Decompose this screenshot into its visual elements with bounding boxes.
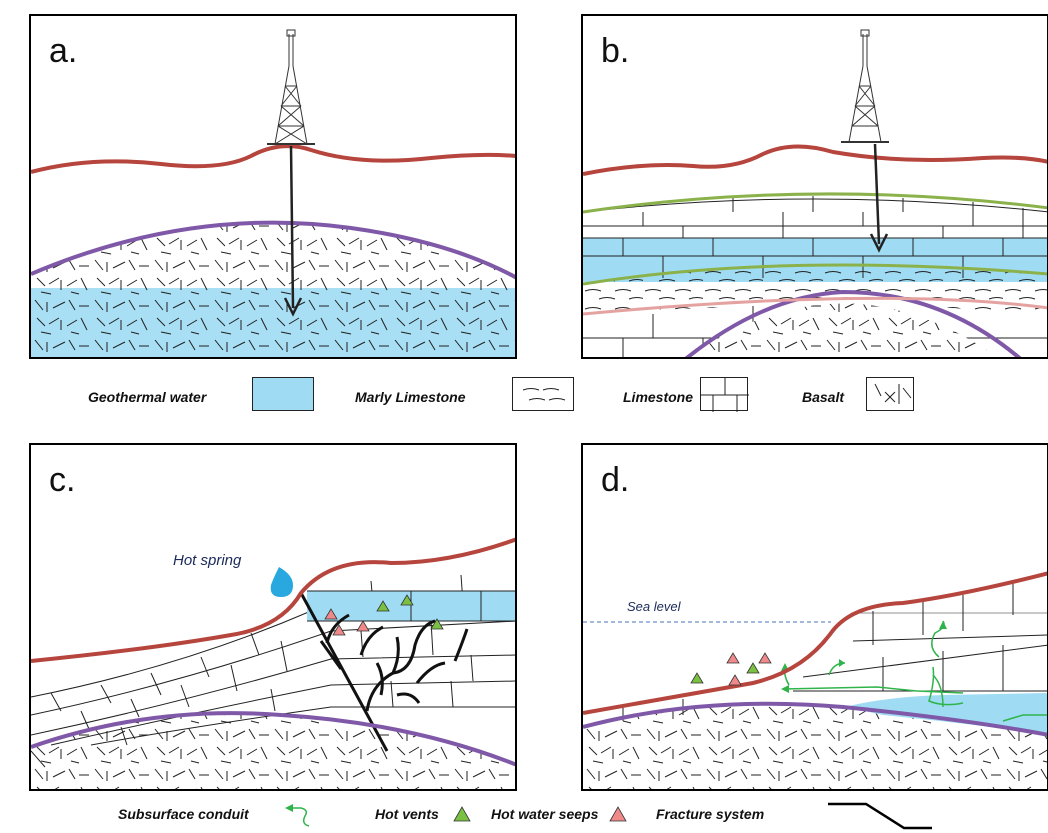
legend-hot-water-seep-icon	[609, 806, 627, 822]
hot-vents	[376, 594, 444, 630]
hot-water-seeps	[324, 608, 370, 636]
hot-water-seep-icon	[758, 652, 772, 664]
fracture-system	[299, 592, 469, 752]
legend-fracture-system-label: Fracture system	[656, 806, 765, 822]
hot-vent-icon	[400, 594, 414, 606]
legend-basalt-swatch	[866, 377, 914, 411]
surface-line	[583, 144, 1047, 176]
legend-limestone-label: Limestone	[623, 389, 694, 405]
limestone-bricks-upper	[583, 196, 1047, 242]
limestone-upper-boundary-line	[583, 192, 1047, 214]
drill-path-arrow	[289, 145, 295, 309]
drill-path-arrow	[873, 143, 881, 245]
basalt-top-line	[684, 289, 1022, 357]
legend-marly-limestone-label: Marly Limestone	[355, 389, 466, 405]
legend-marly-limestone-swatch	[512, 377, 574, 411]
hot-water-seeps	[726, 652, 772, 686]
hot-water-seep-icon	[356, 620, 370, 632]
marly-limestone-layer	[583, 265, 1047, 316]
panel-b-drawing	[583, 29, 1047, 357]
panel-label: c.	[49, 461, 76, 499]
legend-hot-vents-label: Hot vents	[375, 806, 439, 822]
limestone-layer-upper	[583, 192, 1047, 242]
drilling-rig-icon	[841, 29, 889, 143]
panel-c-drawing	[31, 537, 515, 789]
legend-hot-water-seeps-label: Hot water seeps	[491, 806, 599, 822]
panel-label: a.	[49, 32, 78, 70]
hot-water-seep-icon	[324, 608, 338, 620]
panel-c: c. Hot spring	[29, 443, 517, 791]
basalt-top-line	[31, 711, 515, 767]
basalt-layer	[583, 703, 1047, 789]
legend-hot-vent-icon	[453, 806, 471, 822]
hot-water-seep-icon	[726, 652, 740, 664]
legend-geothermal-water-swatch	[252, 377, 314, 411]
surface-line	[583, 571, 1047, 715]
hot-vent-icon	[746, 662, 760, 674]
limestone-bricks	[31, 574, 515, 746]
hot-vent-icon	[430, 618, 444, 630]
panel-b: b.	[581, 14, 1048, 359]
limestone-bricks	[622, 581, 1047, 721]
hot-water-seep-icon	[728, 674, 742, 686]
basalt-layer	[31, 713, 515, 789]
surface-line	[31, 537, 515, 663]
hot-vent-icon	[376, 600, 390, 612]
hot-spring-label: Hot spring	[173, 552, 242, 569]
panel-a: a.	[29, 14, 517, 359]
surface-line	[31, 144, 515, 174]
legend-subsurface-conduit-icon	[285, 804, 310, 827]
sea-level-label: Sea level	[627, 599, 681, 614]
hot-vent-icon	[690, 672, 704, 684]
limestone-lower-boundary-line	[583, 263, 1047, 286]
drilling-rig-icon	[267, 29, 315, 145]
legend-basalt-label: Basalt	[802, 389, 845, 405]
geothermal-water-zone	[307, 591, 515, 621]
hot-spring-drop-icon	[270, 567, 293, 597]
legend-geothermal-water-label: Geothermal water	[88, 389, 207, 405]
basalt-top-line	[583, 701, 1047, 737]
hot-water-seep-icon	[332, 624, 346, 636]
panel-d-drawing	[583, 571, 1047, 789]
legend-limestone-swatch	[700, 377, 749, 412]
legend-fracture-system-icon	[828, 802, 932, 830]
basalt-top-line	[31, 220, 515, 280]
marly-bottom-line	[583, 296, 1047, 316]
panel-a-drawing	[31, 29, 515, 357]
panel-label: d.	[601, 461, 630, 499]
panel-d: d. Sea level	[581, 443, 1048, 791]
panel-label: b.	[601, 32, 630, 70]
hot-vents	[690, 662, 760, 684]
legend-subsurface-conduit-label: Subsurface conduit	[118, 806, 249, 822]
